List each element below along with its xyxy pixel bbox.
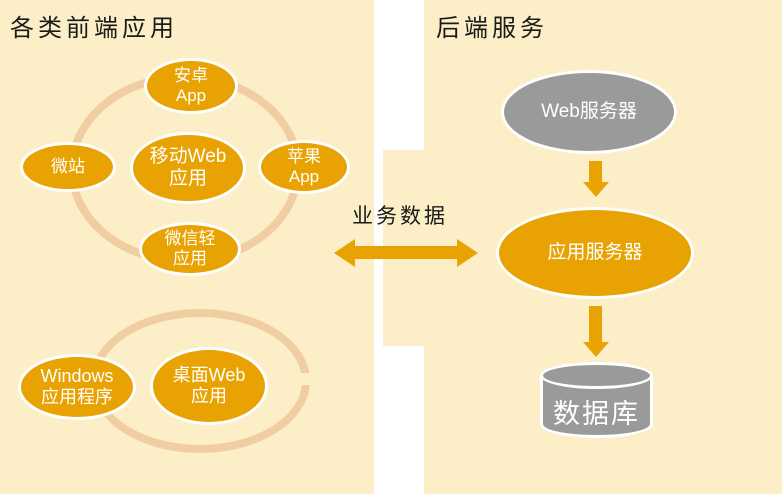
node-mobile-web-app: 移动Web 应用 (130, 132, 246, 204)
node-apple-app: 苹果 App (258, 140, 350, 194)
node-web-server: Web服务器 (501, 70, 677, 154)
node-wechat-light-app: 微信轻 应用 (139, 222, 241, 276)
node-android-app-label: 安卓 App (174, 66, 208, 105)
arrow-right-head (457, 239, 478, 267)
arrow-shaft (353, 246, 459, 259)
backend-panel-title: 后端服务 (436, 15, 548, 42)
frontend-panel-title: 各类前端应用 (10, 15, 178, 42)
node-desktop-web-app-label: 桌面Web 应用 (172, 365, 246, 406)
node-app-server-label: 应用服务器 (547, 242, 643, 264)
node-android-app: 安卓 App (144, 58, 238, 114)
node-database-cylinder: 数据库 (540, 362, 653, 439)
desktop-ring-gap (298, 373, 312, 385)
node-desktop-web-app: 桌面Web 应用 (150, 347, 268, 425)
bidirectional-arrow-icon (334, 239, 478, 267)
node-database-label: 数据库 (553, 399, 640, 429)
database-cylinder-top (540, 362, 653, 389)
arrow-shaft (589, 161, 602, 183)
node-apple-app-label: 苹果 App (287, 147, 321, 186)
node-windows-application: Windows 应用程序 (18, 354, 136, 420)
node-app-server: 应用服务器 (496, 207, 694, 299)
node-mobile-web-app-label: 移动Web 应用 (149, 146, 227, 189)
arrow-down-head (583, 342, 609, 357)
arrow-web-to-app-icon (583, 161, 609, 197)
arrow-app-to-db-icon (583, 306, 609, 357)
business-data-label: 业务数据 (352, 205, 448, 228)
node-web-server-label: Web服务器 (541, 101, 637, 123)
arrow-down-head (583, 182, 609, 197)
node-micro-site-label: 微站 (51, 157, 85, 177)
node-wechat-light-app-label: 微信轻 应用 (164, 229, 216, 268)
node-windows-application-label: Windows 应用程序 (40, 366, 114, 407)
arrow-shaft (589, 306, 602, 343)
arrow-left-head (334, 239, 355, 267)
node-micro-site: 微站 (20, 142, 116, 192)
